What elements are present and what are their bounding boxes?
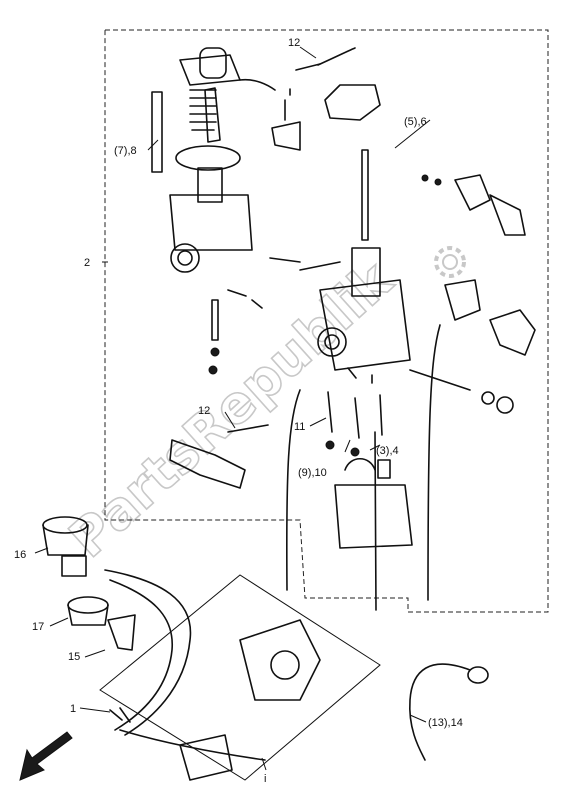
- callout-12-lower: 12: [198, 405, 210, 417]
- front-direction-arrow-icon: [19, 731, 73, 781]
- callout-5-6: (5),6: [404, 116, 427, 128]
- callout-11: 11: [294, 421, 305, 433]
- right-carburetor: [269, 149, 411, 384]
- vent-tube-right: [427, 324, 441, 601]
- callout-16: 16: [14, 549, 26, 561]
- callout-i: i: [264, 773, 266, 785]
- pin-12-lower: [227, 424, 269, 433]
- callout-15: 15: [68, 651, 80, 663]
- hose-clamp: [67, 596, 136, 651]
- callout-9-10: (9),10: [298, 467, 327, 479]
- assembly-boundary: [104, 29, 549, 613]
- callout-17: 17: [32, 621, 44, 633]
- air-tube-end: [467, 666, 489, 684]
- float-bowl: [325, 391, 413, 549]
- watermark: PartsRepublik: [58, 249, 406, 571]
- mounted-carburetor-assembly: [99, 569, 381, 781]
- left-carburetor: [151, 47, 276, 375]
- air-tube: [409, 663, 471, 761]
- callout-3-4: (3),4: [376, 445, 399, 457]
- gear-icon: [434, 246, 466, 278]
- callout-13-14: (13),14: [428, 717, 463, 729]
- mounting-plate: [169, 439, 246, 489]
- vent-tube-left: [285, 389, 301, 591]
- throttle-linkage: [409, 174, 536, 414]
- callout-12-top: 12: [288, 37, 300, 49]
- float-chamber-cover-top: [271, 47, 381, 151]
- watermark-text: PartsRepublik: [59, 250, 405, 570]
- leader-lines: [34, 46, 431, 771]
- callout-2: 2: [84, 257, 90, 269]
- callout-7-8: (7),8: [114, 145, 137, 157]
- intake-cap: [42, 516, 89, 577]
- vent-tube-mid: [374, 431, 377, 611]
- callout-1: 1: [70, 703, 76, 715]
